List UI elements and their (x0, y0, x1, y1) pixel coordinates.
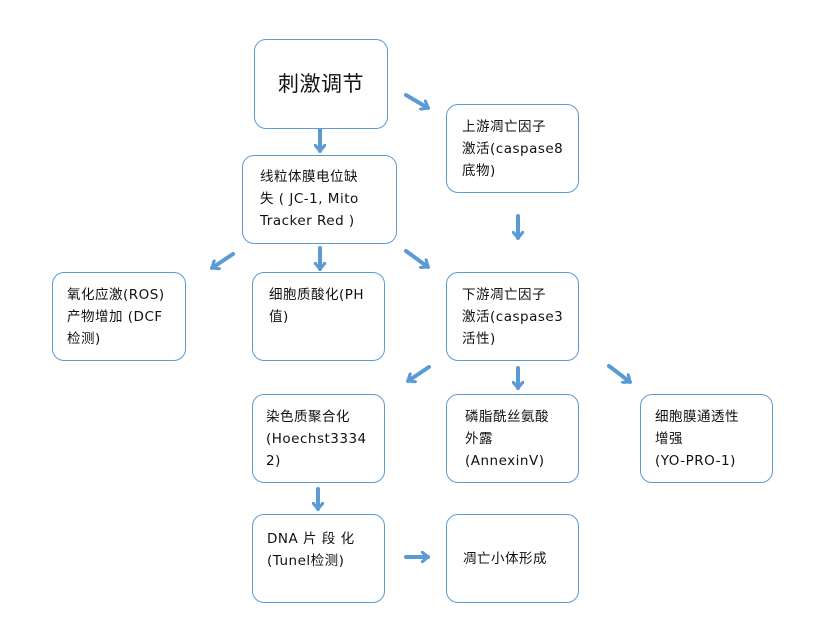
node-chromatin-text: 染色质聚合化 (Hoechst3334 2) (266, 409, 367, 469)
arrow-mito-to-ros (210, 252, 235, 268)
node-membrane-permeability: 细胞膜通透性 增强 (YO-PRO-1) (640, 394, 773, 483)
arrow-mito-to-downstream (404, 249, 430, 267)
node-acidification: 细胞质酸化(PH 值) (252, 272, 385, 361)
node-dna-fragment-text: DNA 片 段 化 (Tunel检测) (267, 531, 355, 569)
node-chromatin: 染色质聚合化 (Hoechst3334 2) (252, 394, 385, 483)
arrow-downstream-to-chromatin (406, 365, 431, 381)
node-ros-text: 氧化应激(ROS) 产物增加 (DCF 检测) (67, 287, 165, 347)
node-acidification-text: 细胞质酸化(PH 值) (269, 287, 365, 325)
node-downstream-caspase: 下游凋亡因子 激活(caspase3 活性) (446, 272, 579, 361)
node-dna-fragment: DNA 片 段 化 (Tunel检测) (252, 514, 385, 603)
node-upstream-caspase-text: 上游凋亡因子 激活(caspase8 底物) (462, 119, 564, 179)
node-membrane-permeability-text: 细胞膜通透性 增强 (YO-PRO-1) (655, 409, 739, 469)
node-phosphatidylserine: 磷脂酰丝氨酸 外露 (AnnexinV) (446, 394, 579, 483)
node-upstream-caspase: 上游凋亡因子 激活(caspase8 底物) (446, 104, 579, 193)
node-apoptotic-body-text: 凋亡小体形成 (463, 551, 547, 567)
node-apoptotic-body: 凋亡小体形成 (446, 514, 579, 603)
node-stimulus: 刺激调节 (254, 39, 388, 129)
node-stimulus-text: 刺激调节 (278, 72, 364, 96)
node-mito-potential: 线粒体膜电位缺 失 ( JC-1, Mito Tracker Red ) (242, 155, 397, 244)
node-phosphatidylserine-text: 磷脂酰丝氨酸 外露 (AnnexinV) (465, 409, 549, 469)
arrow-downstream-to-membrane (607, 364, 632, 384)
arrow-stimulus-to-upstream (404, 93, 430, 108)
node-mito-potential-text: 线粒体膜电位缺 失 ( JC-1, Mito Tracker Red ) (260, 169, 359, 229)
node-ros: 氧化应激(ROS) 产物增加 (DCF 检测) (52, 272, 186, 361)
node-downstream-caspase-text: 下游凋亡因子 激活(caspase3 活性) (462, 287, 564, 347)
